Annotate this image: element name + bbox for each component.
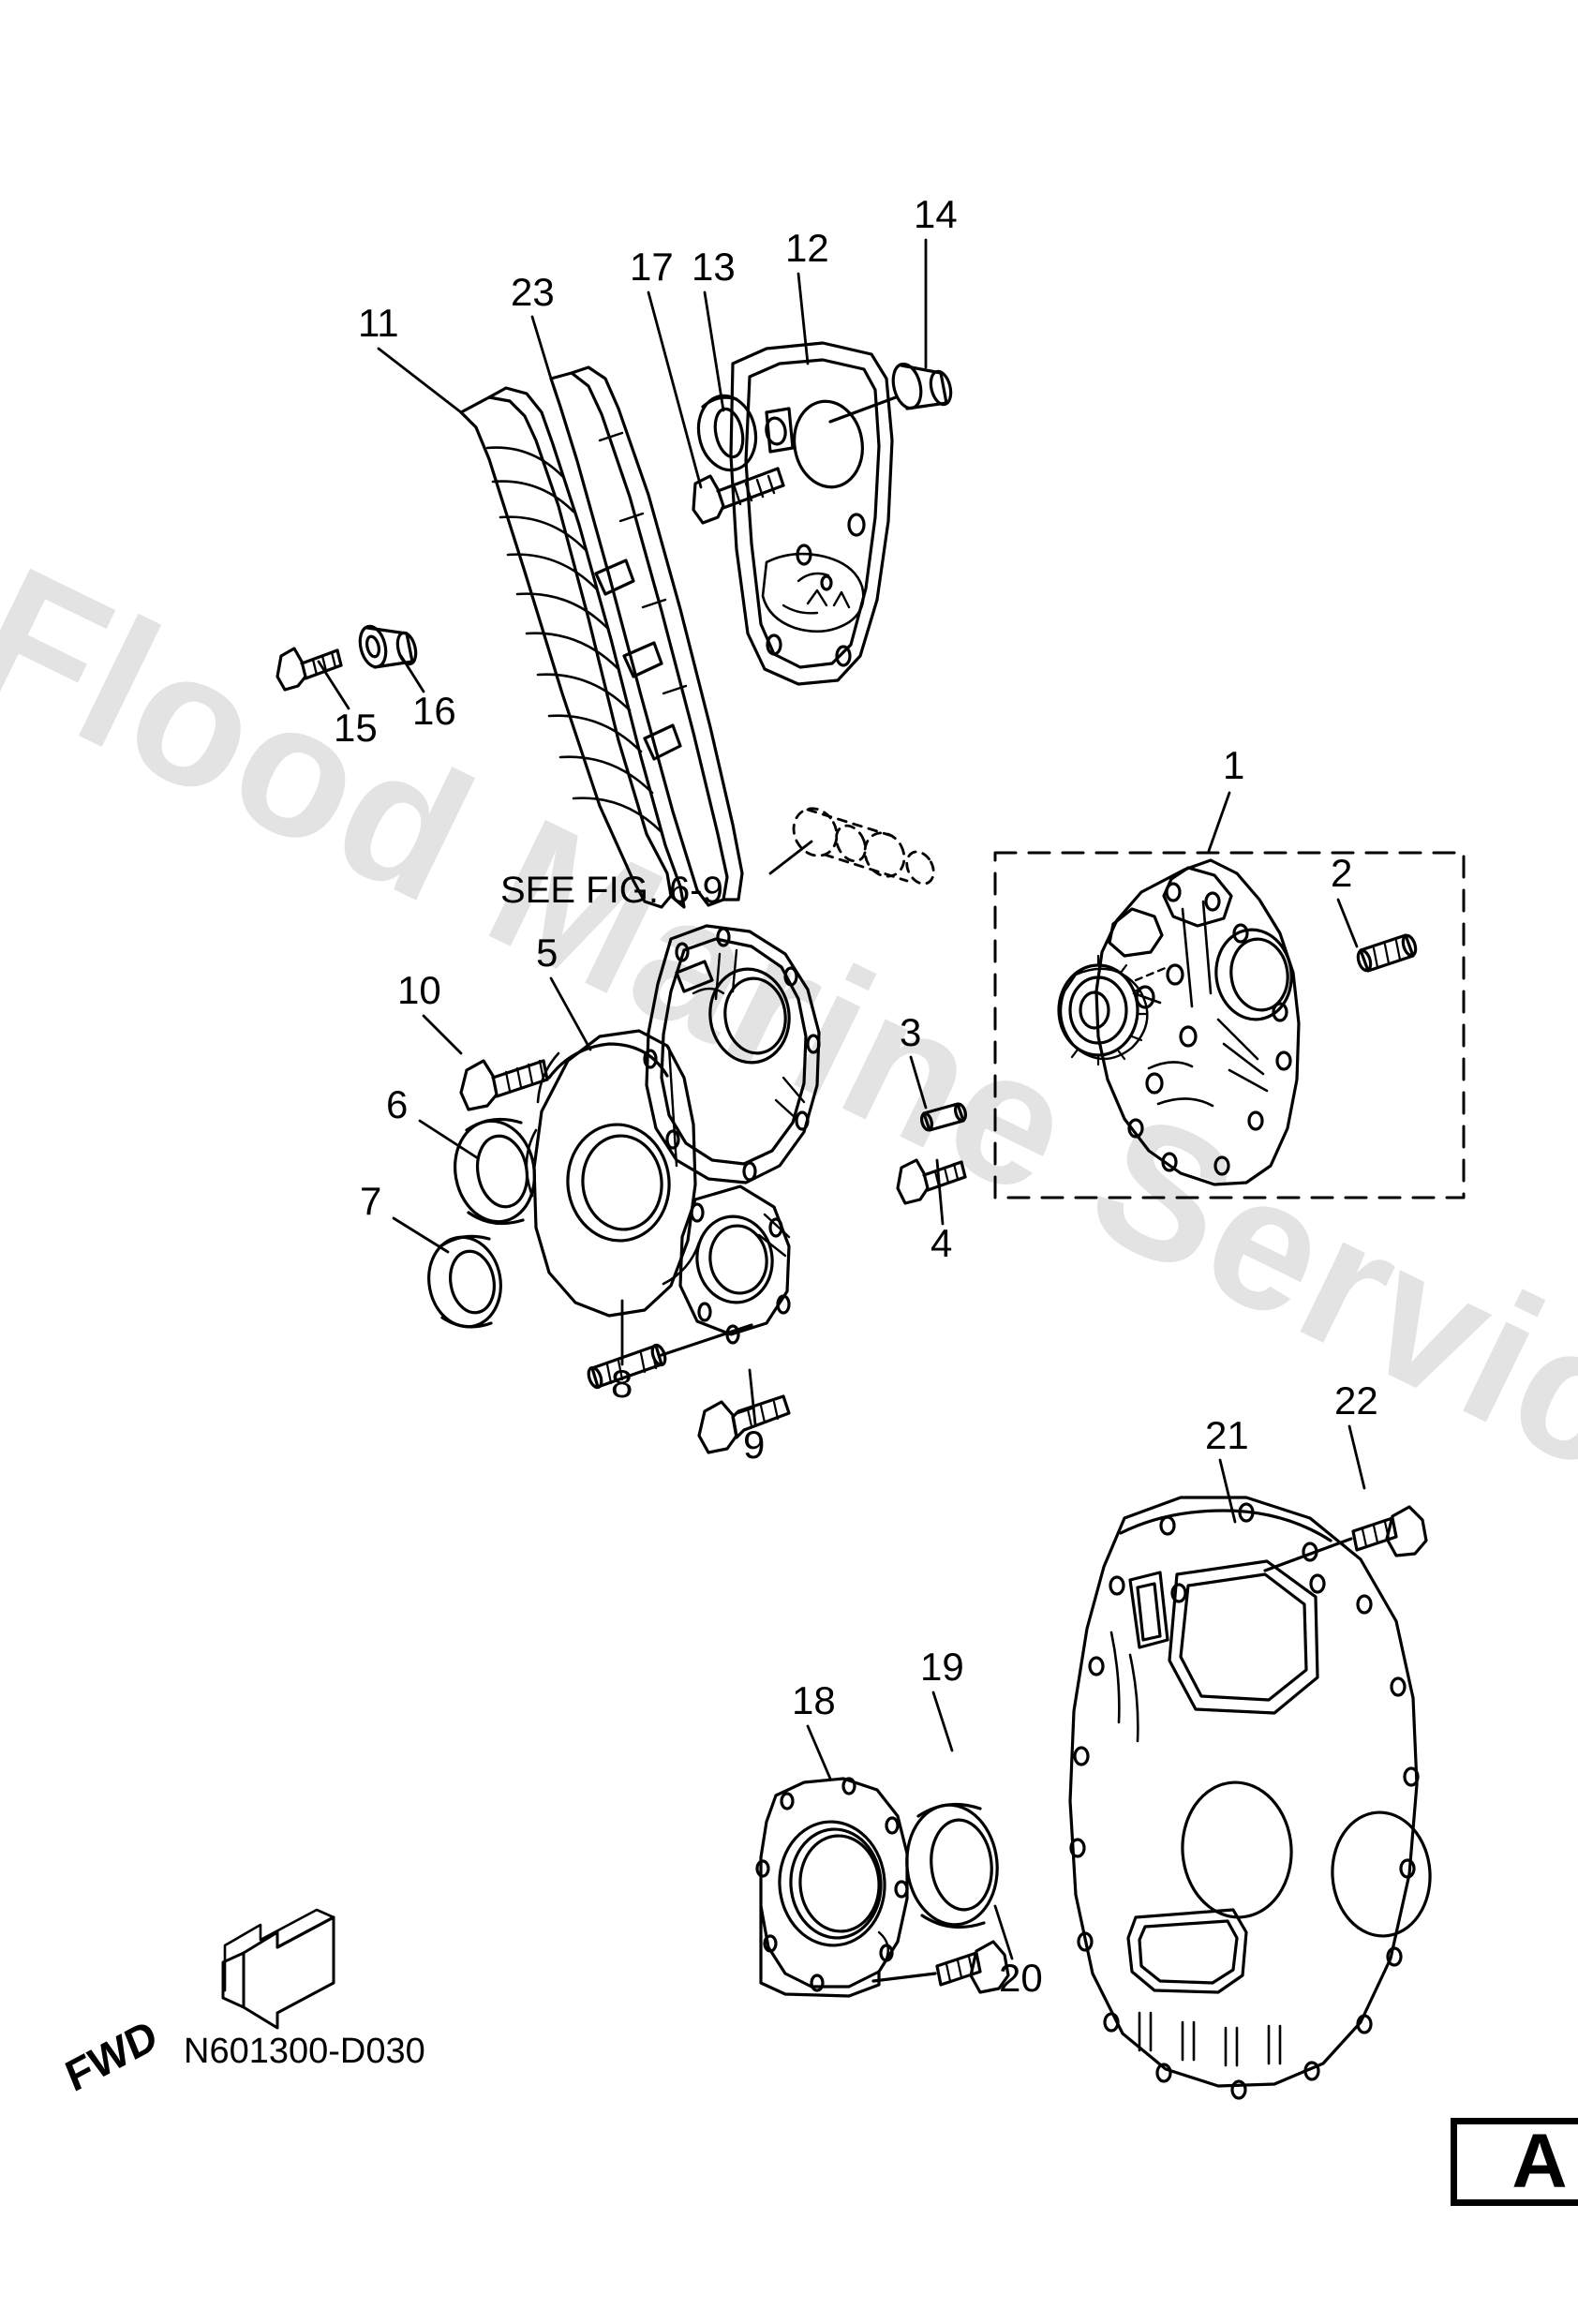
part-oil-seal-housing-18 [755, 1777, 909, 1998]
callout-4[interactable]: 4 [930, 1221, 953, 1265]
callout-5[interactable]: 5 [536, 931, 558, 975]
callout-22[interactable]: 22 [1334, 1378, 1378, 1423]
fwd-direction-arrow [221, 1908, 335, 2030]
part-washer-13 [696, 394, 758, 472]
part-collar-14 [828, 362, 953, 424]
fwd-label-glyphs: FWD [59, 2010, 164, 2102]
section-letter-badge[interactable]: A [1451, 2118, 1578, 2206]
callout-11[interactable]: 11 [358, 301, 399, 345]
part-oil-seal-7 [427, 1234, 502, 1329]
callout-13[interactable]: 13 [692, 245, 736, 289]
part-oil-seal-19 [905, 1802, 999, 1929]
callout-17[interactable]: 17 [630, 245, 674, 289]
part-timing-gear-cover-5 [525, 924, 821, 1345]
callout-23[interactable]: 23 [511, 270, 555, 314]
part-bolt-22 [1263, 1505, 1428, 1572]
part-stud-bolt-8 [587, 1323, 753, 1390]
callout-15[interactable]: 15 [334, 706, 378, 750]
part-cylinder-head-cover [459, 365, 744, 909]
part-flange-bolt-9 [697, 1394, 791, 1454]
callout-2[interactable]: 2 [1331, 851, 1353, 895]
see-figure-reference[interactable]: SEE FIG. 6-9 [500, 870, 723, 911]
callout-8[interactable]: 8 [611, 1362, 633, 1406]
part-crankcase-housing-1 [1057, 858, 1301, 1186]
part-bolt-15 [275, 647, 343, 692]
svg-text:FWD: FWD [59, 2010, 164, 2102]
callout-12[interactable]: 12 [785, 226, 829, 270]
callout-16[interactable]: 16 [412, 689, 456, 733]
part-stud-bolt-2 [1356, 933, 1418, 973]
callout-21[interactable]: 21 [1205, 1413, 1249, 1457]
part-bolt-10 [459, 1059, 549, 1111]
part-flywheel-housing-plate-21 [1068, 1496, 1432, 2100]
part-bolt-17 [692, 467, 785, 525]
part-bolt-4 [896, 1158, 967, 1205]
part-dowel-pin-3 [919, 1102, 968, 1132]
assembly-group-box [993, 851, 1466, 1199]
callout-7[interactable]: 7 [360, 1179, 382, 1223]
callout-19[interactable]: 19 [920, 1645, 964, 1689]
callout-10[interactable]: 10 [397, 968, 441, 1012]
callout-1[interactable]: 1 [1223, 743, 1245, 787]
figure-code-label: N601300-D030 [184, 2032, 425, 2071]
referenced-gear-train-dashed [792, 807, 935, 886]
leader-lines [317, 238, 1366, 1960]
callout-3[interactable]: 3 [900, 1010, 922, 1054]
part-oil-seal-6 [453, 1117, 537, 1226]
callout-20[interactable]: 20 [999, 1956, 1043, 2000]
part-gasket-12 [729, 341, 894, 686]
callout-9[interactable]: 9 [743, 1423, 766, 1467]
callout-14[interactable]: 14 [914, 192, 958, 236]
callout-6[interactable]: 6 [386, 1082, 409, 1126]
part-collar-16 [358, 624, 418, 669]
callout-18[interactable]: 18 [792, 1678, 836, 1722]
part-bolt-20 [871, 1940, 1010, 1994]
